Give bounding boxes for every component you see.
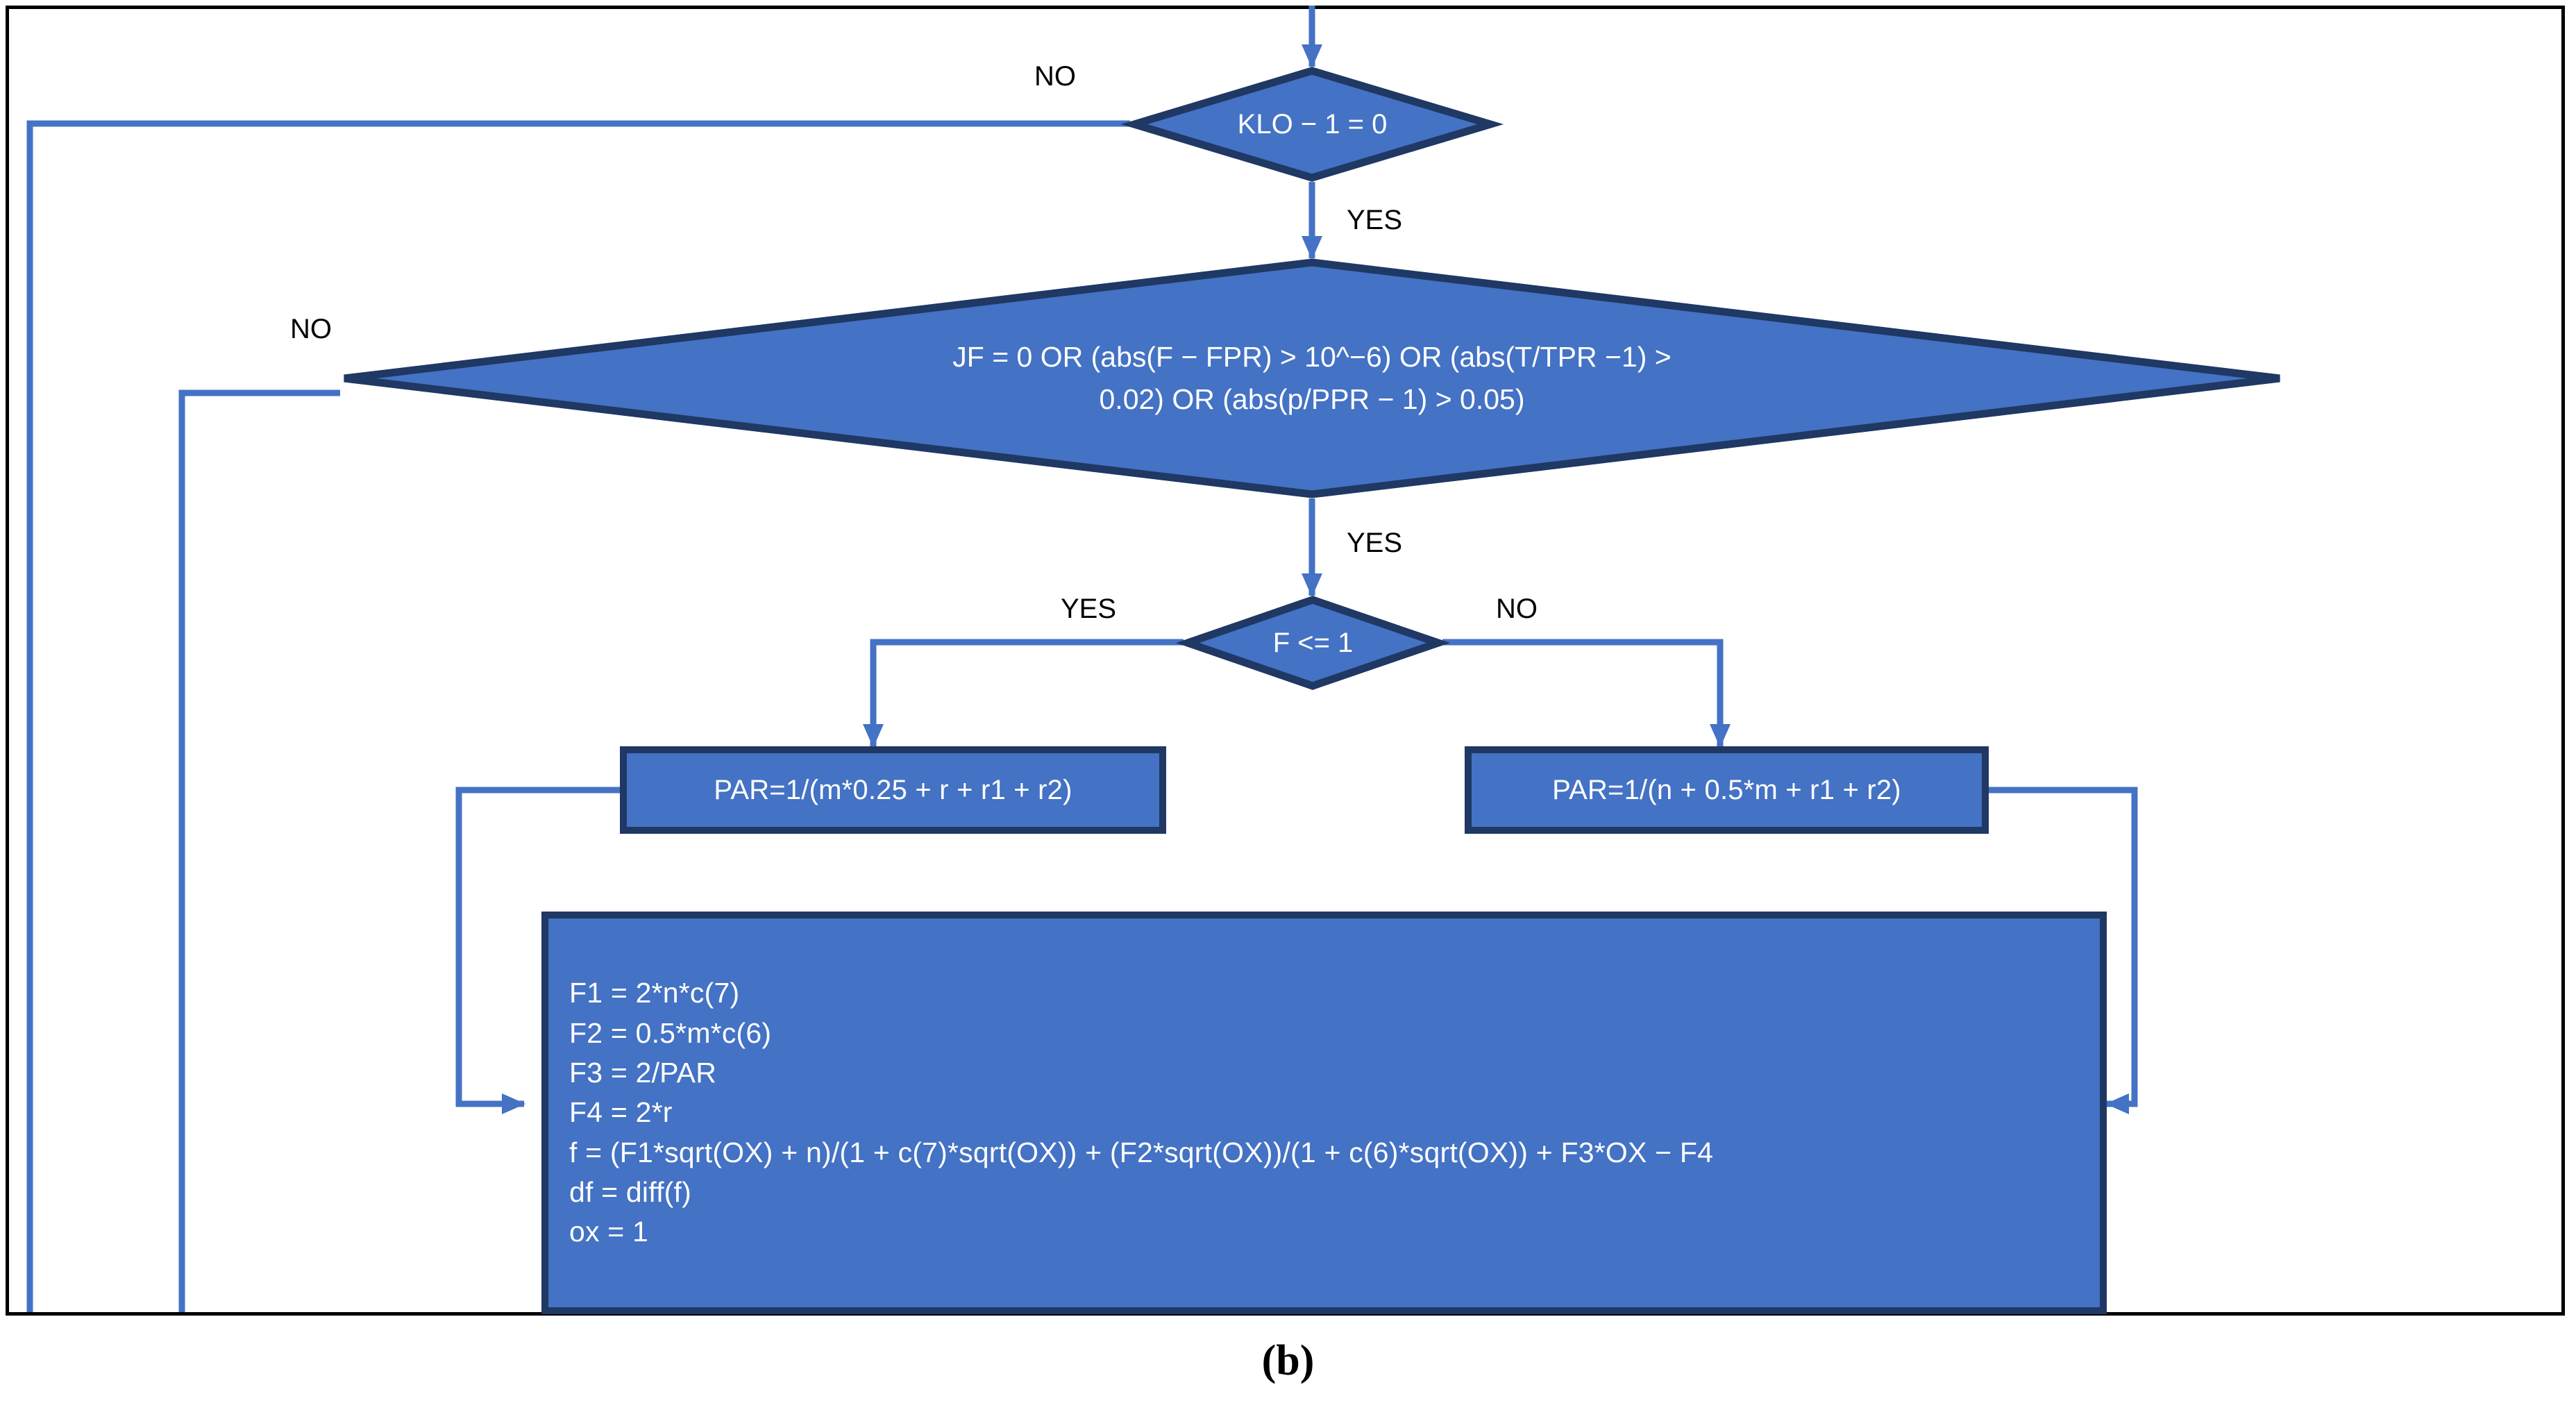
process-par-left-text: PAR=1/(m*0.25 + r + r1 + r2) bbox=[714, 774, 1072, 805]
edge-label-klo-no: NO bbox=[1034, 61, 1076, 92]
edge-f-no bbox=[1442, 639, 1731, 748]
edge-f-yes bbox=[863, 639, 1184, 748]
process-formula-block[interactable]: F1 = 2*n*c(7) F2 = 0.5*m*c(6) F3 = 2/PAR… bbox=[541, 912, 2107, 1314]
figure-caption-text: (b) bbox=[1261, 1337, 1315, 1384]
edge-label-f-yes: YES bbox=[1061, 594, 1117, 624]
process-par-right[interactable]: PAR=1/(n + 0.5*m + r1 + r2) bbox=[1465, 746, 1989, 834]
decision-convergence-shape bbox=[344, 258, 2280, 498]
decision-convergence[interactable]: JF = 0 OR (abs(F − FPR) > 10^−6) OR (abs… bbox=[340, 258, 2284, 498]
decision-f-le-1[interactable]: F <= 1 bbox=[1176, 596, 1450, 690]
edge-label-f-no: NO bbox=[1496, 594, 1538, 624]
decision-klo[interactable]: KLO − 1 = 0 bbox=[1120, 67, 1504, 182]
edge-label-conv-yes: YES bbox=[1347, 528, 1403, 558]
edge-label-klo-yes: YES bbox=[1347, 205, 1403, 235]
process-formula-block-text: F1 = 2*n*c(7) F2 = 0.5*m*c(6) F3 = 2/PAR… bbox=[569, 977, 1714, 1248]
decision-f-le-1-shape bbox=[1176, 596, 1450, 690]
process-par-right-text: PAR=1/(n + 0.5*m + r1 + r2) bbox=[1552, 774, 1901, 805]
decision-klo-shape bbox=[1120, 67, 1504, 182]
edge-label-conv-no: NO bbox=[290, 314, 332, 344]
edge-conv-no-loopback bbox=[178, 389, 340, 1312]
figure-caption: (b) bbox=[0, 1336, 2576, 1386]
process-par-left[interactable]: PAR=1/(m*0.25 + r + r1 + r2) bbox=[620, 746, 1166, 834]
